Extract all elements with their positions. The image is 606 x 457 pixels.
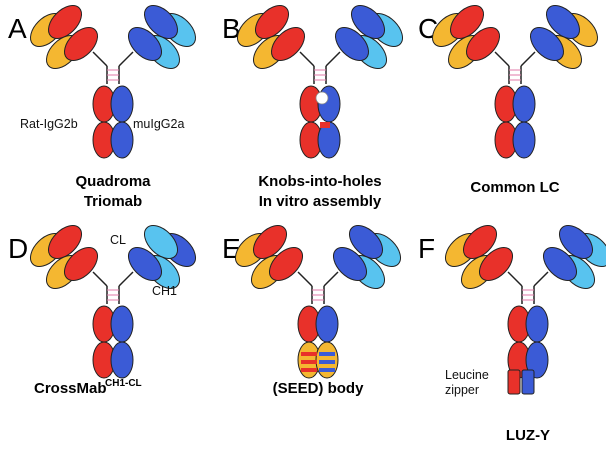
antibody-f	[445, 225, 606, 395]
fab-heavy-inner-right	[128, 27, 162, 61]
seed-stripe-2	[301, 368, 317, 372]
hinge-arm-left	[507, 271, 523, 287]
fab-heavy-inner-right	[333, 247, 367, 281]
fc-right-upper	[525, 305, 549, 343]
panel-letter-f: F	[418, 233, 435, 264]
hinge-arm-right	[323, 271, 339, 287]
hinge-arm-left	[92, 271, 108, 287]
label-muigg2a: muIgG2a	[133, 117, 184, 131]
antibody-d	[30, 225, 196, 379]
seed-stripe-3	[319, 352, 335, 356]
caption-d-main: CrossMab	[34, 380, 107, 397]
fab-heavy-inner-right	[128, 247, 162, 281]
seed-stripe-5	[319, 368, 335, 372]
hinge-arm-right	[118, 51, 134, 67]
hinge-arm-left	[297, 271, 313, 287]
fab-heavy-inner-right	[335, 27, 369, 61]
label-zipper: zipper	[445, 383, 479, 397]
fab-heavy-outer-right	[349, 225, 383, 259]
panel-letter-b: B	[222, 13, 241, 44]
fc-right-upper	[110, 305, 134, 343]
antibody-c	[432, 5, 598, 159]
fab-heavy-outer-left	[48, 5, 82, 39]
fc-right-upper	[512, 85, 536, 123]
fc-right-lower	[512, 121, 536, 159]
fab-heavy-outer-right	[144, 225, 178, 259]
fab-heavy-inner-left	[466, 27, 500, 61]
fab-heavy-inner-right	[530, 27, 564, 61]
hinge-arm-right	[325, 51, 341, 67]
hinge-arm-left	[92, 51, 108, 67]
fab-heavy-outer-left	[255, 5, 289, 39]
caption-f: LUZ-Y	[506, 427, 550, 444]
seed-stripe-0	[301, 352, 317, 356]
caption-b-line1: Knobs-into-holes	[258, 173, 381, 190]
fab-heavy-outer-left	[48, 225, 82, 259]
hinge-arm-left	[299, 51, 315, 67]
antibody-e	[235, 225, 401, 379]
antibody-a	[30, 5, 196, 159]
fab-heavy-outer-right	[559, 225, 593, 259]
fc-right-lower	[110, 121, 134, 159]
fab-heavy-inner-left	[271, 27, 305, 61]
panel-letter-a: A	[8, 13, 27, 44]
fc-right-lower	[110, 341, 134, 379]
fab-heavy-inner-left	[64, 247, 98, 281]
hinge-arm-right	[118, 271, 134, 287]
antibody-b	[237, 5, 403, 159]
knob-icon	[320, 122, 330, 128]
fab-heavy-outer-left	[450, 5, 484, 39]
caption-c: Common LC	[470, 179, 559, 196]
fab-heavy-inner-right	[543, 247, 577, 281]
label-cl: CL	[110, 233, 126, 247]
caption-b-line2: In vitro assembly	[259, 193, 382, 210]
leucine-zipper-right	[521, 369, 535, 395]
label-ch1: CH1	[152, 284, 177, 298]
fab-heavy-outer-left	[463, 225, 497, 259]
fab-heavy-outer-right	[546, 5, 580, 39]
label-leucine: Leucine	[445, 368, 489, 382]
fab-heavy-inner-left	[64, 27, 98, 61]
panel-letter-d: D	[8, 233, 28, 264]
seed-stripe-4	[319, 360, 335, 364]
fc-right-lower	[525, 341, 549, 379]
caption-a-line1: Quadroma	[75, 173, 151, 190]
fab-heavy-inner-left	[479, 247, 513, 281]
hole-icon	[315, 91, 329, 105]
caption-e: (SEED) body	[273, 380, 364, 397]
seed-stripe-1	[301, 360, 317, 364]
caption-a-line2: Triomab	[84, 193, 142, 210]
fab-heavy-outer-left	[253, 225, 287, 259]
hinge-arm-right	[520, 51, 536, 67]
label-rat-igg2b: Rat-IgG2b	[20, 117, 78, 131]
fab-heavy-outer-right	[144, 5, 178, 39]
fc-right-upper	[110, 85, 134, 123]
caption-d-sup: CH1-CL	[105, 378, 142, 389]
fc-right-upper	[315, 305, 339, 343]
leucine-zipper-left	[507, 369, 521, 395]
hinge-arm-left	[494, 51, 510, 67]
fab-heavy-inner-left	[269, 247, 303, 281]
hinge-arm-right	[533, 271, 549, 287]
fab-heavy-outer-right	[351, 5, 385, 39]
